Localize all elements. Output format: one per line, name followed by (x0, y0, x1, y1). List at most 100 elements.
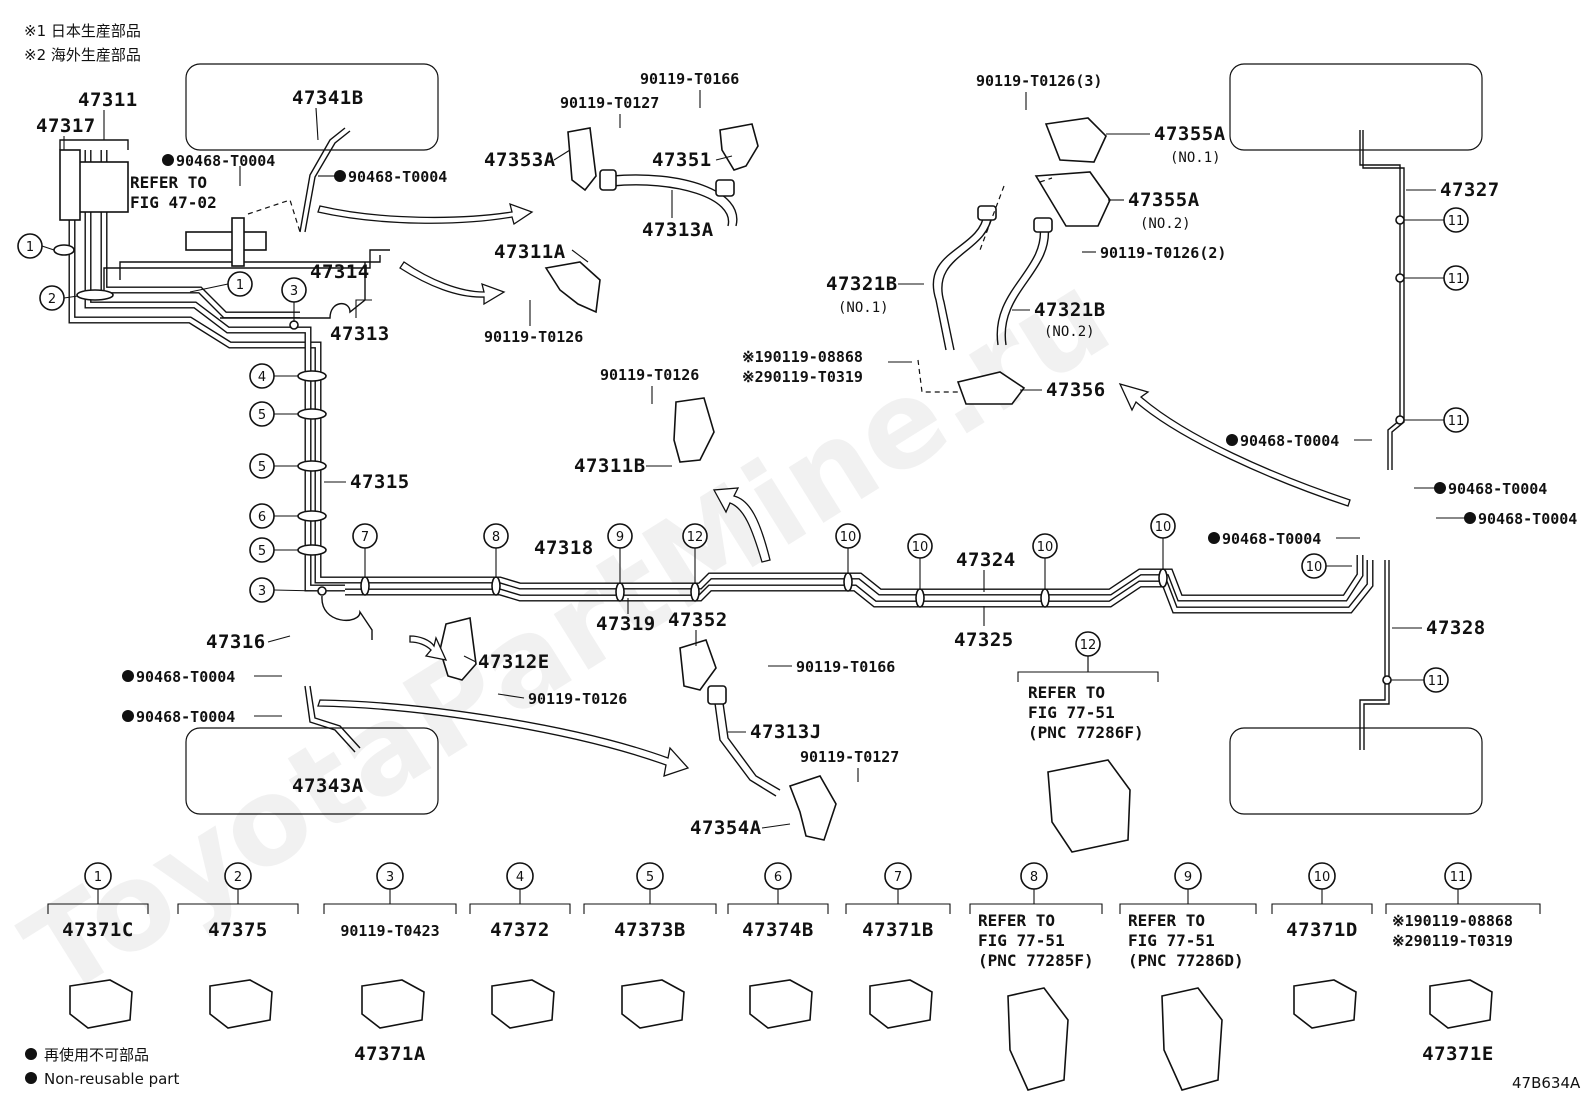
callout-5a: 5 (249, 401, 298, 427)
svg-text:11: 11 (1448, 414, 1465, 429)
non-reusable-dot (162, 154, 174, 166)
label-47316: 47316 (206, 631, 266, 653)
label-47314: 47314 (310, 261, 370, 283)
svg-text:9: 9 (616, 530, 624, 545)
svg-text:5: 5 (258, 460, 266, 475)
clamp-ref-2: FIG 77-51 (978, 931, 1065, 950)
direction-arrows (317, 202, 1351, 777)
label-47313J: 47313J (750, 721, 822, 743)
svg-text:7: 7 (361, 530, 369, 545)
fig-4702: FIG 47-02 (130, 193, 217, 212)
clamp-number: 3 (386, 870, 394, 885)
svg-text:10: 10 (1037, 540, 1054, 555)
callout-2a: 2 (39, 285, 79, 311)
svg-text:11: 11 (1448, 214, 1465, 229)
clamp-illustration (361, 979, 425, 1029)
label-47355A-1: 47355A (1154, 123, 1226, 145)
clamp-illustration (1161, 987, 1223, 1091)
clamp-entry-7: 7 47371B (845, 862, 951, 1029)
clamp-illustration (1293, 979, 1357, 1029)
legend-en: Non-reusable part (44, 1070, 179, 1088)
label-47321B-2: 47321B (1034, 299, 1106, 321)
clamp-part-number: 47375 (208, 919, 268, 941)
dashed-leaders (247, 177, 1053, 393)
legend-dot-2 (25, 1072, 37, 1084)
callout-5c: 5 (249, 537, 298, 563)
callout-11b: 11 (1404, 265, 1469, 291)
label-47354A: 47354A (690, 817, 762, 839)
clamp-part-number: 47371B (862, 919, 934, 941)
label-clip-7: 90468-T0004 (1478, 510, 1577, 528)
box-top-right (1229, 63, 1483, 151)
label-no1-b: (NO.1) (838, 300, 889, 316)
svg-text:4: 4 (258, 370, 266, 385)
clamp-bolt-2: ※290119-T0319 (1392, 932, 1513, 950)
clamp-part-number: 47371C (62, 919, 134, 941)
box-bottom-right (1229, 727, 1483, 815)
svg-text:1: 1 (26, 240, 34, 255)
clamp-illustration (69, 979, 133, 1029)
svg-text:11: 11 (1448, 272, 1465, 287)
callout-11a: 11 (1404, 207, 1469, 233)
legend-dot-1 (25, 1048, 37, 1060)
clamp-illustration (749, 979, 813, 1029)
clamp-entry-11: 11 ※190119-08868 ※290119-T0319 47371E (1385, 862, 1541, 1065)
box-bottom-left (185, 727, 439, 815)
clamp-number: 6 (774, 870, 782, 885)
callout-1a: 1 (17, 233, 55, 259)
label-bolt-0127-top: 90119-T0127 (560, 94, 659, 112)
label-bolt-0166-top: 90119-T0166 (640, 70, 739, 88)
callout-7: 7 (352, 523, 378, 578)
label-47341B: 47341B (292, 87, 364, 109)
callout-9: 9 (607, 523, 633, 584)
note-overseas: ※2 海外生産部品 (24, 46, 141, 64)
clamp-illustration (491, 979, 555, 1029)
clamp-number: 11 (1450, 870, 1467, 885)
clamp-part-number: 47372 (490, 919, 550, 941)
svg-text:8: 8 (492, 530, 500, 545)
svg-text:12: 12 (1080, 638, 1097, 653)
callout-10d: 10 (1150, 513, 1176, 570)
label-bolt-0127-mid: 90119-T0127 (800, 748, 899, 766)
svg-text:12: 12 (687, 530, 704, 545)
label-47317: 47317 (36, 115, 96, 137)
clamp-ref-3: (PNC 77285F) (978, 951, 1094, 970)
svg-text:3: 3 (258, 584, 266, 599)
label-47311A: 47311A (494, 241, 566, 263)
label-bolt-0126-a: 90119-T0126 (484, 328, 583, 346)
non-reusable-dot (334, 170, 346, 182)
label-clip-5: 90468-T0004 (1240, 432, 1339, 450)
note-domestic: ※1 日本生産部品 (24, 22, 141, 40)
label-47311: 47311 (78, 89, 138, 111)
clamp-part-number: 47373B (614, 919, 686, 941)
label-47327: 47327 (1440, 179, 1500, 201)
box-top-left (185, 63, 439, 151)
figure-code: 47B634A (1512, 1074, 1581, 1092)
callout-10c: 10 (1032, 533, 1058, 590)
label-47355A-2: 47355A (1128, 189, 1200, 211)
callout-6: 6 (249, 503, 298, 529)
clamp-part-number: 47371E (1422, 1043, 1494, 1065)
callout-3b: 3 (249, 577, 319, 603)
part-labels: 47311 47317 47341B 90468-T0004 90468-T00… (36, 70, 1577, 839)
clamp-bolt-1: ※190119-08868 (1392, 912, 1513, 930)
callout-5b: 5 (249, 453, 298, 479)
svg-text:2: 2 (48, 292, 56, 307)
label-clip-3: 90468-T0004 (136, 668, 235, 686)
svg-text:6: 6 (258, 510, 266, 525)
label-no2-a: (NO.2) (1140, 216, 1191, 232)
label-clip-8: 90468-T0004 (1222, 530, 1321, 548)
callout-8: 8 (483, 523, 509, 578)
label-clip-1: 90468-T0004 (176, 152, 275, 170)
label-47325: 47325 (954, 629, 1014, 651)
clamp-number: 7 (894, 870, 902, 885)
label-bolt-0126-3: 90119-T0126(3) (976, 72, 1102, 90)
svg-text:10: 10 (840, 530, 857, 545)
clamp-illustration (869, 979, 933, 1029)
clamp-ref-1: REFER TO (1128, 911, 1205, 930)
